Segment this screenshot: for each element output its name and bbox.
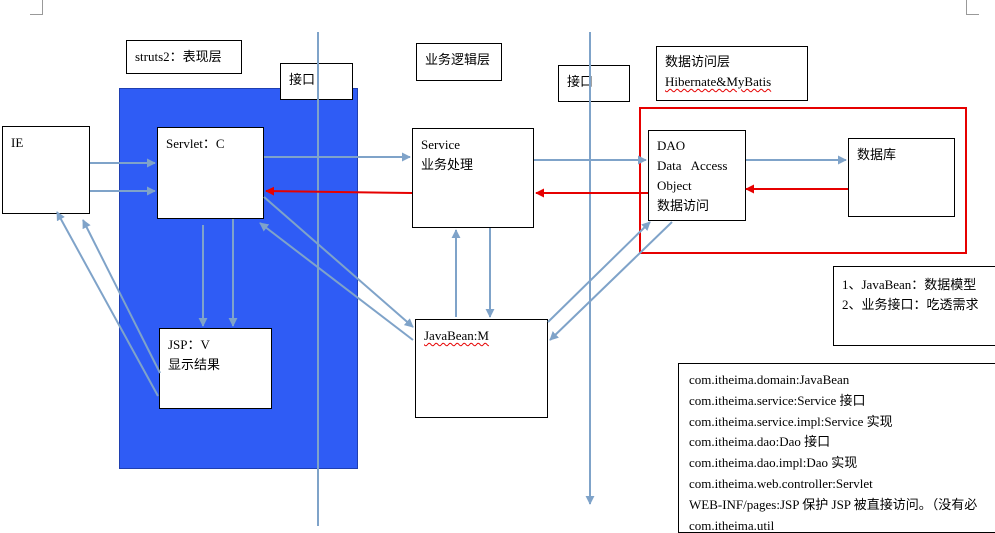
data-access-layer-label: 数据访问层 Hibernate&MyBatis bbox=[656, 46, 808, 101]
return-arrow-service-servlet bbox=[265, 186, 413, 196]
jsp-text: JSP：V bbox=[168, 337, 210, 352]
packages-box: com.itheima.domain:JavaBean com.itheima.… bbox=[678, 363, 995, 533]
dao-desc-text: 数据访问 bbox=[657, 198, 710, 213]
interface-label-left: 接口 bbox=[280, 63, 353, 100]
arrow-jsp-ie-1 bbox=[82, 219, 161, 374]
data-access-layer-text: 数据访问层 bbox=[665, 54, 731, 69]
dao-node: DAO Data Access Object 数据访问 bbox=[648, 130, 746, 221]
servlet-text: Servlet：C bbox=[166, 136, 225, 151]
presentation-layer-text: struts2：表现层 bbox=[135, 49, 222, 64]
service-node: Service 业务处理 bbox=[412, 128, 534, 228]
interface-label-right: 接口 bbox=[558, 65, 630, 102]
arrow-jsp-ie-2 bbox=[56, 211, 159, 397]
package-service: com.itheima.service:Service 接口 bbox=[689, 392, 866, 408]
arrow-javabean-servlet bbox=[259, 222, 414, 341]
javabean-note-text: 1、JavaBean：数据模型 bbox=[842, 277, 977, 292]
dao-text: DAO bbox=[657, 138, 686, 153]
package-service-impl: com.itheima.service.impl:Service 实现 bbox=[689, 413, 893, 429]
servlet-node: Servlet：C bbox=[157, 127, 264, 219]
javabean-node: JavaBean:M bbox=[415, 319, 548, 418]
package-web-controller: com.itheima.web.controller:Servlet bbox=[689, 475, 873, 491]
service-text: Service bbox=[421, 137, 460, 152]
corner-mark-right bbox=[966, 0, 979, 15]
package-dao: com.itheima.dao:Dao 接口 bbox=[689, 434, 831, 450]
arrow-dao-javabean bbox=[549, 221, 673, 341]
javabean-text: JavaBean:M bbox=[424, 328, 489, 343]
business-layer-label: 业务逻辑层 bbox=[416, 43, 502, 81]
package-dao-impl: com.itheima.dao.impl:Dao 实现 bbox=[689, 455, 858, 471]
package-web-inf-pages: WEB-INF/pages:JSP 保护 JSP 被直接访问。（没有必 bbox=[689, 496, 978, 512]
interface-note-text: 2、业务接口：吃透需求 bbox=[842, 297, 979, 312]
ie-text: IE bbox=[11, 135, 24, 150]
interface-left-text: 接口 bbox=[289, 72, 316, 87]
jsp-result-text: 显示结果 bbox=[168, 357, 221, 372]
orm-framework-text: Hibernate&MyBatis bbox=[665, 74, 772, 89]
corner-mark-left bbox=[30, 0, 43, 15]
notes-box: 1、JavaBean：数据模型 2、业务接口：吃透需求 bbox=[833, 266, 995, 346]
database-node: 数据库 bbox=[848, 138, 955, 217]
package-domain: com.itheima.domain:JavaBean bbox=[689, 372, 850, 387]
ie-node: IE bbox=[2, 126, 90, 214]
service-desc-text: 业务处理 bbox=[421, 157, 474, 172]
business-layer-text: 业务逻辑层 bbox=[425, 52, 491, 67]
presentation-layer-label: struts2：表现层 bbox=[126, 40, 242, 74]
arrow-servlet-javabean bbox=[263, 196, 414, 328]
interface-right-text: 接口 bbox=[567, 74, 594, 89]
jsp-node: JSP：V 显示结果 bbox=[159, 328, 272, 409]
dao-object-text: Object bbox=[657, 178, 692, 193]
arrow-javabean-dao bbox=[547, 221, 651, 323]
dao-data-access-text: Data Access bbox=[657, 158, 728, 173]
database-text: 数据库 bbox=[857, 147, 897, 162]
data-access-region bbox=[639, 107, 967, 254]
